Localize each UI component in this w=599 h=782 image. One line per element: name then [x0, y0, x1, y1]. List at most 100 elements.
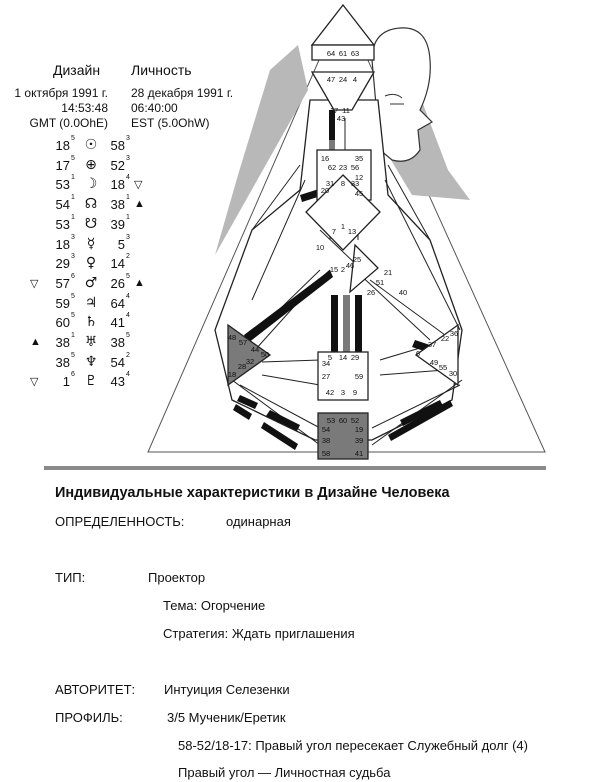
gate-label: 56 — [351, 163, 359, 172]
planet-symbol-icon: ☿ — [86, 235, 96, 252]
design-gate: 38 — [55, 354, 70, 370]
gate-label: 26 — [367, 288, 375, 297]
gate-label: 3 — [341, 388, 345, 397]
gate-label: 25 — [353, 255, 361, 264]
gate-label: 7 — [332, 227, 336, 236]
face-silhouette — [371, 27, 433, 162]
design-line: 1 — [71, 213, 75, 221]
personality-gate: 38 — [110, 197, 125, 213]
sacral-center — [317, 351, 369, 401]
gate-label: 58 — [322, 449, 330, 458]
gate-label: 61 — [339, 49, 347, 58]
gate-label: 45 — [355, 189, 363, 198]
gate-label: 8 — [341, 179, 345, 188]
gate-label: 37 — [428, 340, 436, 349]
gate-label: 50 — [261, 350, 269, 359]
design-gate: 1 — [62, 374, 70, 390]
profile-value: 3/5 Мученик/Еретик — [167, 710, 286, 725]
planet-symbol-icon: ☉ — [84, 137, 98, 153]
gate-label: 43 — [337, 114, 345, 123]
gate-label: 20 — [321, 186, 329, 195]
gate-label: 48 — [228, 333, 236, 342]
destiny-text: Правый угол — Личностная судьба — [178, 765, 391, 780]
gate-label: 12 — [355, 173, 363, 182]
personality-gate: 41 — [110, 315, 125, 331]
personality-gate: 26 — [110, 275, 125, 291]
face-details — [384, 93, 404, 105]
design-mark: ▲ — [30, 336, 41, 348]
design-gate: 53 — [55, 177, 70, 193]
personality-zone: EST (5.0OhW) — [131, 116, 210, 130]
gate-label: 34 — [322, 359, 330, 368]
definition-value: одинарная — [226, 514, 291, 529]
design-line: 5 — [71, 292, 75, 300]
design-line: 5 — [71, 135, 75, 142]
gate-label: 14 — [339, 353, 347, 362]
gate-label: 40 — [399, 288, 407, 297]
personality-line: 4 — [126, 312, 130, 320]
activation-bars — [233, 110, 453, 450]
personality-gate: 39 — [110, 216, 125, 232]
personality-line: 2 — [126, 351, 130, 359]
design-time: 14:53:48 — [61, 101, 108, 115]
personality-line: 4 — [126, 292, 130, 300]
gate-label: 36 — [450, 329, 458, 338]
gate-label: 11 — [342, 106, 350, 115]
gate-label: 51 — [376, 278, 384, 287]
gate-label: 29 — [351, 353, 359, 362]
design-gate: 29 — [55, 256, 70, 272]
gate-label: 5 — [328, 353, 332, 362]
head-arrow — [310, 3, 376, 46]
gate-label: 55 — [439, 363, 447, 372]
gate-label: 39 — [355, 436, 363, 445]
gate-label: 44 — [251, 345, 259, 354]
gate-label: 35 — [355, 154, 363, 163]
planet-symbol-icon: ♄ — [84, 314, 98, 331]
gate-label: 18 — [228, 370, 236, 379]
personality-title: Личность — [131, 62, 192, 78]
planet-symbol-icon: ☋ — [84, 215, 98, 232]
type-label: ТИП: — [55, 570, 86, 585]
personality-line: 3 — [126, 154, 130, 162]
gate-label: 62 — [328, 163, 336, 172]
gate-label: 28 — [238, 362, 246, 371]
personality-gate: 14 — [110, 256, 125, 272]
gate-label: 15 — [330, 265, 338, 274]
design-gate: 18 — [55, 236, 70, 252]
personality-line: 2 — [126, 253, 130, 261]
design-title: Дизайн — [53, 62, 101, 78]
personality-date: 28 декабря 1991 г. — [131, 86, 234, 100]
gate-label: 13 — [348, 227, 356, 236]
head-center — [311, 44, 375, 61]
personality-gate: 38 — [110, 335, 125, 350]
gate-label: 21 — [384, 268, 392, 277]
design-date: 1 октября 1991 г. — [14, 86, 108, 100]
gate-label: 27 — [322, 372, 330, 381]
design-gate: 54 — [55, 197, 70, 213]
gate-label: 17 — [330, 106, 338, 115]
planet-symbol-icon: ♂ — [84, 274, 98, 291]
gate-label: 31 — [326, 179, 334, 188]
planet-symbol-icon: ♇ — [84, 373, 98, 390]
heart-center — [349, 243, 379, 294]
personality-line: 3 — [126, 233, 130, 241]
personality-gate: 54 — [110, 354, 125, 370]
design-line: 5 — [71, 154, 75, 162]
gate-label: 2 — [341, 265, 345, 274]
personality-gate: 18 — [110, 177, 125, 193]
personality-line: 5 — [126, 272, 130, 280]
gate-label: 42 — [326, 388, 334, 397]
gate-label: 41 — [355, 449, 363, 458]
gate-label: 23 — [339, 163, 347, 172]
personality-gate: 52 — [110, 157, 125, 173]
gate-label: 16 — [321, 154, 329, 163]
solar-plexus-center — [414, 323, 459, 387]
personality-line: 4 — [126, 371, 130, 379]
